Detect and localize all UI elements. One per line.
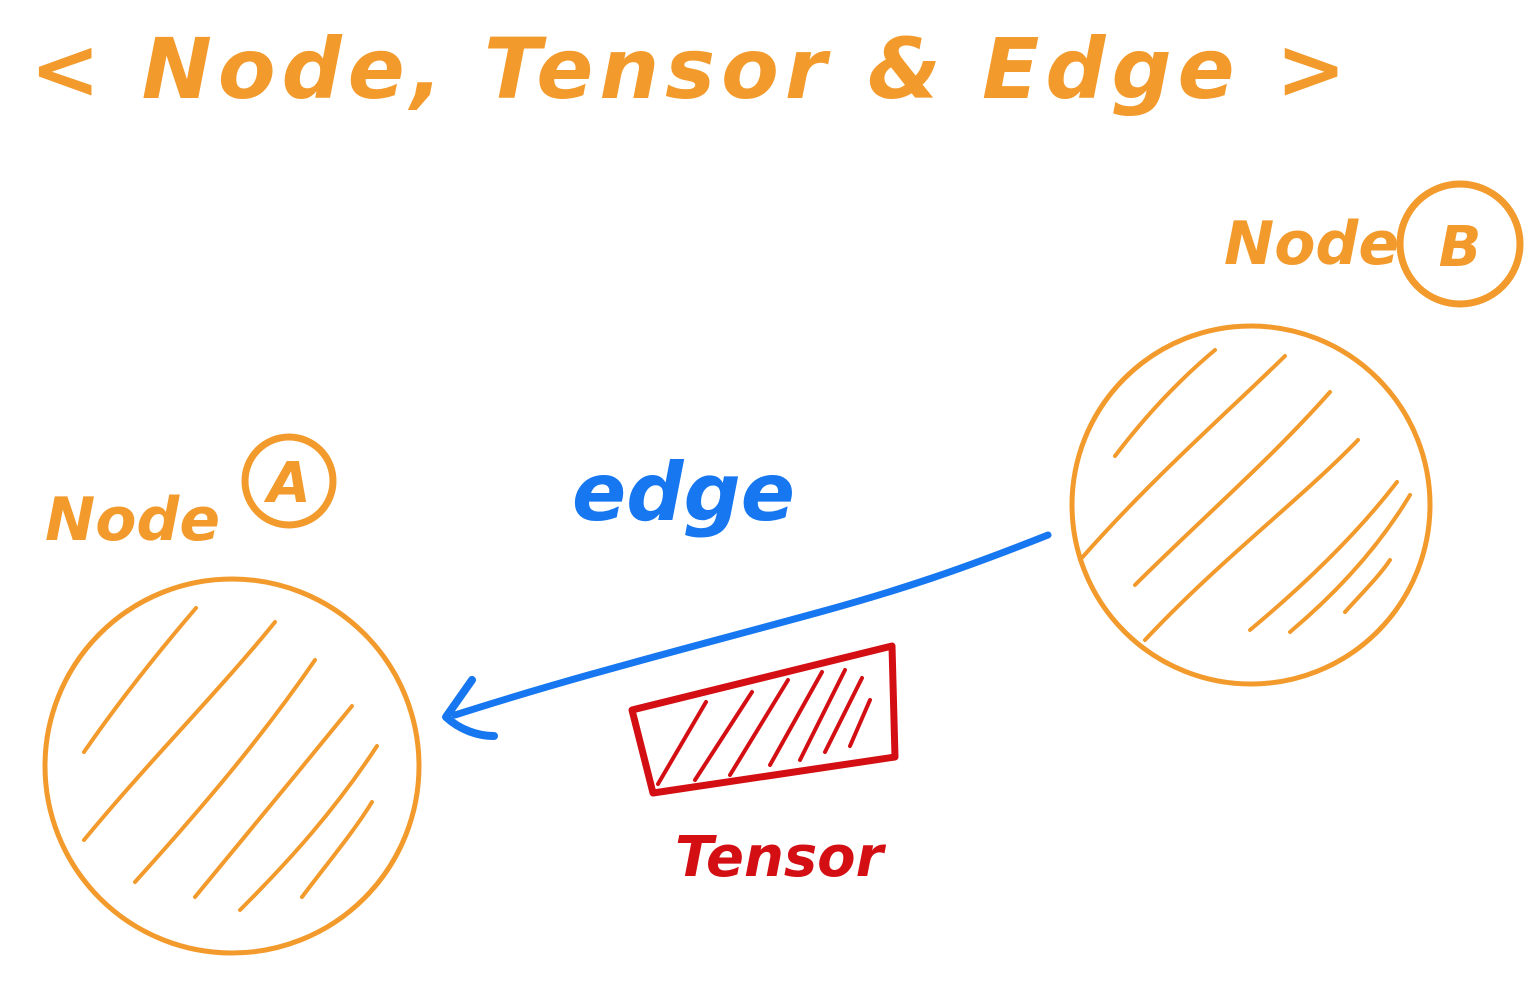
node-b-hatch-line (1113, 348, 1217, 458)
node-a-hatch-line (133, 658, 317, 884)
node-b-hatch-line (1133, 390, 1332, 587)
tensor-hatch-line (656, 700, 708, 786)
node-b-letter: B (1439, 215, 1482, 280)
node-b-letter-ring (1396, 180, 1524, 308)
node-b-label: Node B (1224, 180, 1524, 308)
node-a-hatch-line (238, 744, 379, 912)
node-a-hatch-line (300, 800, 374, 899)
node-b-hatching (1078, 348, 1412, 642)
node-a (42, 576, 422, 956)
tensor-hatch-line (768, 670, 824, 767)
tensor-box (628, 642, 899, 797)
tensor-outline (628, 642, 899, 797)
edge-arrow (442, 531, 1052, 740)
tensor-hatch-line (798, 668, 847, 762)
node-b-circle (1069, 323, 1433, 687)
node-b-hatch-line (1288, 493, 1412, 634)
node-b-hatch-line (1343, 558, 1392, 614)
edge-label: edge (572, 446, 795, 539)
node-a-letter-ring (241, 433, 337, 529)
edge-arrowhead (442, 676, 498, 740)
node-a-hatching (82, 606, 379, 912)
node-b-hatch-line (1078, 354, 1287, 562)
tensor-hatch-line (848, 698, 872, 748)
node-a-hatch-line (193, 704, 354, 899)
node-a-label: Node A (45, 433, 337, 555)
node-b-hatch-line (1248, 480, 1399, 632)
diagram-title: < Node, Tensor & Edge > (30, 20, 1352, 118)
node-b-hatch-line (1143, 438, 1360, 642)
tensor-label: Tensor (675, 825, 887, 890)
node-b (1069, 323, 1433, 687)
node-a-hatch-line (82, 620, 277, 842)
tensor-hatch-line (728, 678, 790, 777)
tensor-hatching (656, 668, 872, 786)
node-a-letter: A (263, 451, 310, 516)
tensor-hatch-line (823, 676, 864, 754)
node-b-label-text: Node (1224, 209, 1399, 279)
tensor-hatch-line (693, 690, 754, 782)
edge-line (451, 531, 1052, 719)
node-a-hatch-line (82, 606, 198, 754)
node-a-circle (42, 576, 422, 956)
node-a-label-text: Node (45, 485, 220, 555)
